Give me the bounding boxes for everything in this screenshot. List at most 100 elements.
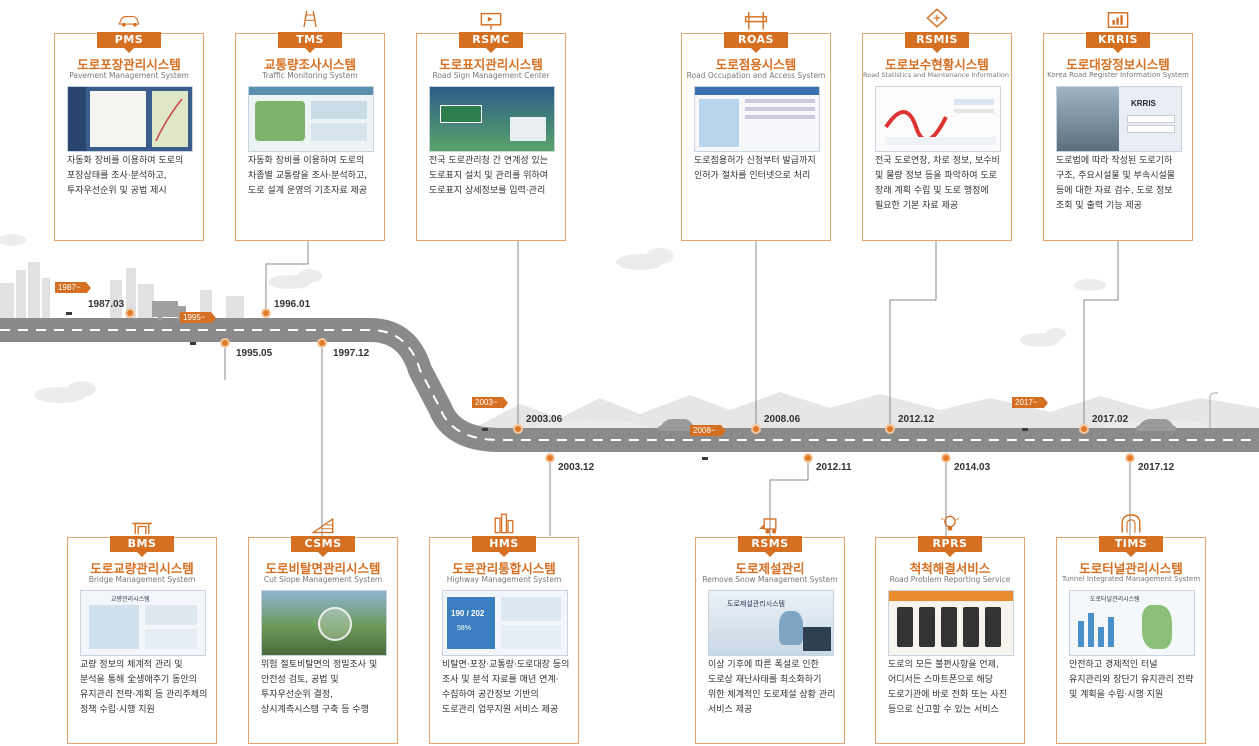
system-abbr: CSMS — [291, 536, 355, 557]
system-abbr: RPRS — [918, 536, 982, 557]
system-title: 도로표지관리시스템 — [439, 57, 543, 72]
system-description: 자동화 장비를 이용하여 도로의 차종별 교통량을 조사·분석하고, 도로 설계… — [248, 156, 368, 196]
system-subtitle: Road Sign Management Center — [432, 71, 550, 80]
flag-2017: 2017~ — [1012, 397, 1050, 409]
system-description: 비탈면·포장·교통량·도로대장 등의 조사 및 분석 자료를 매년 연계·수집하… — [442, 660, 570, 715]
date-label: 2017.02 — [1092, 414, 1129, 425]
system-card-rsms: RSMS 도로제설관리 Remove Snow Management Syste… — [695, 518, 845, 744]
building-icon — [494, 513, 514, 534]
date-label: 2003.06 — [526, 414, 563, 425]
date-label: 1995.05 — [236, 348, 273, 359]
system-card-hms: HMS 도로관리통합시스템 Highway Management System … — [429, 513, 579, 744]
car-right-icon — [1136, 419, 1176, 431]
date-label: 2012.11 — [816, 462, 852, 473]
date-label: 2012.12 — [898, 414, 935, 425]
car-left-icon — [658, 419, 696, 431]
system-card-rprs: RPRS 척척해결서비스 Road Problem Reporting Serv… — [875, 514, 1025, 744]
hms-stats-text: 190 / 202 — [451, 609, 485, 618]
system-description: 전국 도로관리청 간 연계성 있는 도로표지 설치 및 관리를 위하여 도로표지… — [429, 156, 549, 196]
system-title: 도로관리통합시스템 — [452, 561, 556, 576]
system-card-krris: KRRIS 도로대장정보시스템 Korea Road Register Info… — [1043, 12, 1193, 241]
system-screenshot — [261, 590, 387, 656]
clouds — [0, 234, 1106, 403]
system-description: 이상 기후에 따른 폭설로 인한 도로상 재난사태를 최소화하기 위한 체계적인… — [708, 660, 836, 715]
rsms-banner-text: 도로제설관리시스템 — [727, 600, 785, 608]
bms-screen-header: 교량관리시스템 — [111, 596, 150, 603]
milestone-dot — [803, 453, 813, 463]
milestone-dot — [1125, 453, 1135, 463]
milestone-dot — [545, 453, 555, 463]
system-abbr: BMS — [110, 536, 174, 557]
city-skyline-left — [0, 262, 244, 323]
system-subtitle: Remove Snow Management System — [702, 575, 838, 584]
system-title: 척척해결서비스 — [909, 561, 991, 576]
connectors — [129, 240, 1131, 536]
car-icon — [118, 15, 140, 27]
milestone-dot — [885, 424, 895, 434]
milestone-dot — [941, 453, 951, 463]
system-card-rsmc: RSMC 도로표지관리시스템 Road Sign Management Cent… — [416, 12, 566, 241]
system-abbr: TMS — [278, 32, 342, 53]
flag-2008: 2008~ — [690, 425, 728, 437]
slope-icon — [311, 517, 334, 534]
system-card-tms: TMS 교통량조사시스템 Traffic Monitoring System 자… — [235, 10, 385, 241]
lightbulb-icon — [941, 514, 959, 531]
system-abbr: PMS — [97, 32, 161, 53]
system-card-bms: BMS 도로교량관리시스템 Bridge Management System 교… — [67, 522, 217, 744]
system-abbr: TIMS — [1099, 536, 1163, 557]
milestone-dot — [125, 308, 135, 318]
system-description: 전국 도로연장, 차로 정보, 보수비 및 물량 정보 등을 파악하여 도로 장… — [875, 156, 1000, 211]
system-subtitle: Korea Road Register Information System — [1047, 71, 1189, 79]
system-subtitle: Road Occupation and Access System — [686, 71, 826, 80]
milestone-dot — [317, 338, 327, 348]
system-screenshot: KRRIS — [1056, 86, 1182, 152]
system-title: 도로비탈면관리시스템 — [265, 561, 381, 576]
system-screenshot: 교량관리시스템 — [80, 590, 206, 656]
system-title: 교통량조사시스템 — [263, 57, 356, 72]
milestone-dot — [513, 424, 523, 434]
system-subtitle: Road Statistics and Maintenance Informat… — [863, 71, 1011, 79]
snowplow-icon — [759, 518, 777, 534]
system-title: 도로점용시스템 — [715, 57, 797, 72]
system-description: 안전하고 경제적인 터널 유지관리와 장단기 유지관리 전략 및 계획을 수립·… — [1069, 660, 1194, 700]
diamond-sign-icon — [926, 8, 948, 28]
milestone-dot — [1079, 424, 1089, 434]
system-subtitle: Bridge Management System — [88, 575, 196, 584]
system-screenshot — [429, 86, 555, 152]
system-subtitle: Tunnel Integrated Management System — [1061, 575, 1201, 583]
system-subtitle: Road Problem Reporting Service — [889, 575, 1011, 584]
system-title: 도로보수현황시스템 — [885, 57, 989, 72]
system-screenshot: 도로제설관리시스템 — [708, 590, 834, 656]
date-label: 2014.03 — [954, 462, 991, 473]
barrier-icon — [744, 12, 768, 30]
milestone-dot — [751, 424, 761, 434]
date-label: 1997.12 — [333, 348, 370, 359]
road-markers — [66, 312, 1028, 460]
system-card-csms: CSMS 도로비탈면관리시스템 Cut Slope Management Sys… — [248, 517, 398, 744]
system-abbr: ROAS — [724, 32, 788, 53]
system-card-rsmis: RSMIS 도로보수현황시스템 Road Statistics and Main… — [862, 8, 1012, 241]
system-description: 도로법에 따라 작성된 도로기하 구조, 주요시설물 및 부속시설물 등에 대한… — [1056, 156, 1176, 211]
system-abbr: RSMIS — [905, 32, 969, 53]
system-description: 도로의 모든 불편사항을 언제, 어디서든 스마트폰으로 해당 도로기관에 바로… — [888, 660, 1008, 715]
system-screenshot — [248, 86, 374, 152]
date-label: 1996.01 — [274, 299, 311, 310]
system-screenshot: 도로터널관리시스템 — [1069, 590, 1195, 656]
system-title: 도로대장정보시스템 — [1066, 57, 1170, 72]
system-description: 교량 정보의 체계적 관리 및 분석을 통해 全생애주기 동안의 유지관리 전략… — [80, 660, 208, 715]
krris-logo-text: KRRIS — [1131, 99, 1156, 108]
system-subtitle: Pavement Management System — [69, 71, 189, 80]
system-title: 도로교량관리시스템 — [90, 561, 194, 576]
tunnel-icon — [1121, 514, 1141, 533]
system-screenshot — [67, 86, 193, 152]
hms-pct-text: 58% — [457, 625, 472, 632]
system-screenshot: 190 / 202 58% — [442, 590, 568, 656]
system-title: 도로터널관리시스템 — [1079, 561, 1183, 576]
system-title: 도로포장관리시스템 — [77, 57, 181, 72]
system-title: 도로제설관리 — [735, 561, 805, 576]
road-lane-marking — [0, 329, 1259, 441]
system-screenshot — [888, 590, 1014, 656]
chart-icon — [1107, 12, 1129, 28]
road-icon — [303, 10, 317, 28]
